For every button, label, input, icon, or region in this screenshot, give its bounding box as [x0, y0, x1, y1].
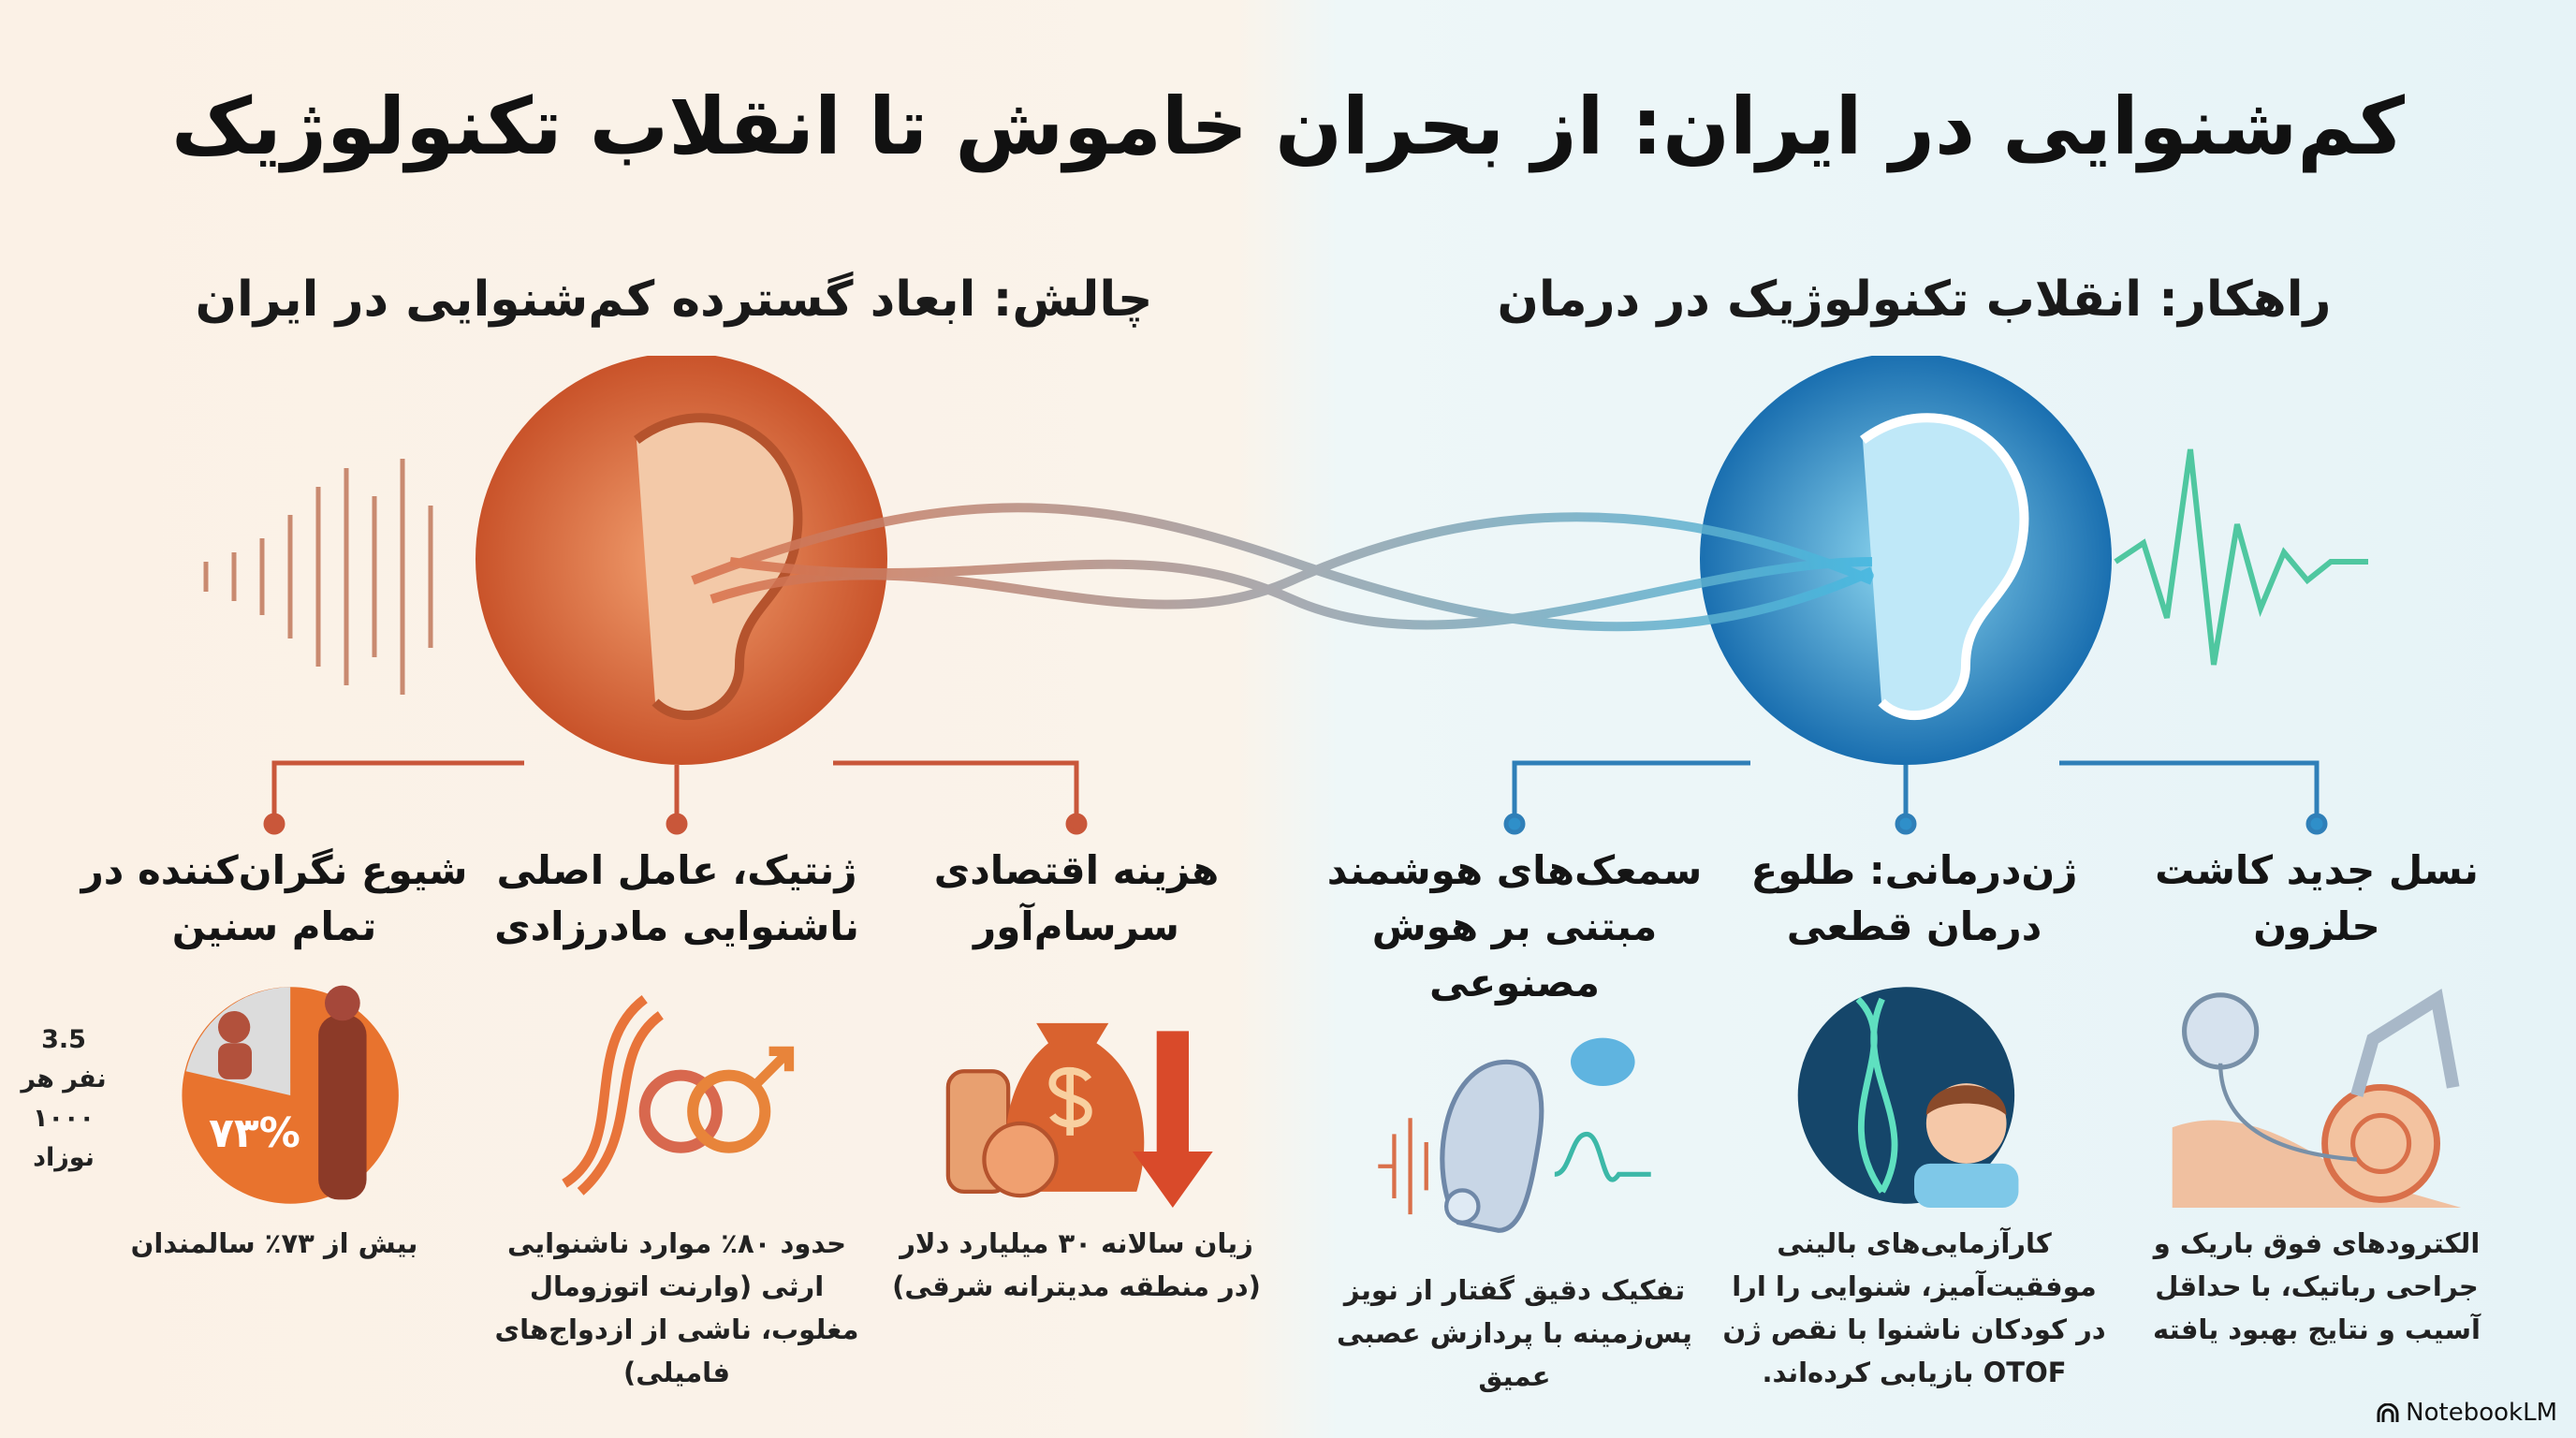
challenge-economic: هزینه اقتصادی سرسام‌آور زیان سالانه ۳۰ م… — [880, 843, 1273, 1308]
notebooklm-watermark: NotebookLM — [2376, 1399, 2557, 1427]
central-illustration — [203, 356, 2368, 835]
age-pie-chart-icon — [182, 985, 399, 1204]
genetics-title: ژنتیک، عامل اصلی ناشنوایی مادرزادی — [494, 847, 859, 949]
cochlear-implant-title: نسل جدید کاشت حلزون — [2155, 847, 2479, 949]
page-title: کم‌شنوایی در ایران: از بحران خاموش تا ان… — [171, 81, 2405, 172]
gene-therapy-child-icon — [1797, 987, 2019, 1208]
watermark-text: NotebookLM — [2406, 1399, 2557, 1427]
challenge-genetics: ژنتیک، عامل اصلی ناشنوایی مادرزادی حدود … — [480, 843, 873, 1394]
challenge-heading: چالش: ابعاد گسترده کم‌شنوایی در ایران — [195, 271, 1153, 328]
newborn-note: 3.5 نفر هر ۱۰۰۰ نوزاد — [21, 1025, 107, 1172]
hearing-aid-brain-icon — [1378, 1037, 1651, 1233]
cochlear-implant-desc: الکترودهای فوق باریک و جراحی رباتیک، با … — [2153, 1227, 2481, 1345]
economic-title: هزینه اقتصادی سرسام‌آور — [933, 847, 1220, 949]
ai-hearing-aids-title: سمعک‌های هوشمند مبتنی بر هوش مصنوعی — [1326, 847, 1703, 1005]
gene-therapy-title: ژن‌درمانی: طلوع درمان قطعی — [1750, 847, 2078, 949]
connector-lines-cool — [1503, 760, 2328, 835]
pie-percentage: ۷۳% — [209, 1109, 300, 1157]
money-bag-icon — [945, 1022, 1213, 1208]
sound-wave-left — [203, 459, 433, 695]
cochlear-implant-robot-icon — [2172, 988, 2462, 1208]
connector-lines-warm — [263, 760, 1088, 835]
ear-icon-cool — [1860, 413, 2029, 721]
sound-streams — [691, 503, 1875, 632]
ai-hearing-aids-desc: تفکیک دقیق گفتار از نویز پس‌زمینه با پرد… — [1337, 1274, 1692, 1392]
prevalence-title: شیوع نگران‌کننده در تمام سنین — [80, 847, 468, 949]
gene-therapy-desc: کارآزمایی‌های بالینی موفقیت‌آمیز، شنوایی… — [1722, 1227, 2106, 1388]
solution-gene-therapy: ژن‌درمانی: طلوع درمان قطعی کارآزمایی‌های… — [1718, 843, 2111, 1394]
notebooklm-logo-icon — [2377, 1402, 2399, 1422]
solution-cochlear-implant: نسل جدید کاشت حلزون الکترودهای فوق باریک… — [2120, 843, 2513, 1351]
genetics-desc: حدود ۸۰٪ موارد ناشنوایی ارثی (وارنت اتوز… — [494, 1227, 859, 1388]
sound-wave-right — [2114, 448, 2368, 666]
challenge-prevalence: شیوع نگران‌کننده در تمام سنین ۷۳% 3.5 نف… — [21, 843, 471, 1265]
solution-heading: راهکار: انقلاب تکنولوژیک در درمان — [1497, 271, 2332, 328]
prevalence-desc: بیش از ۷۳٪ سالمندان — [130, 1227, 418, 1259]
solution-ai-hearing-aids: سمعک‌های هوشمند مبتنی بر هوش مصنوعی تفکی… — [1318, 843, 1711, 1398]
dna-gender-icon — [562, 995, 795, 1196]
economic-desc: زیان سالانه ۳۰ میلیارد دلار (در منطقه مد… — [892, 1227, 1261, 1302]
dollar-sign-icon — [1048, 1066, 1092, 1136]
